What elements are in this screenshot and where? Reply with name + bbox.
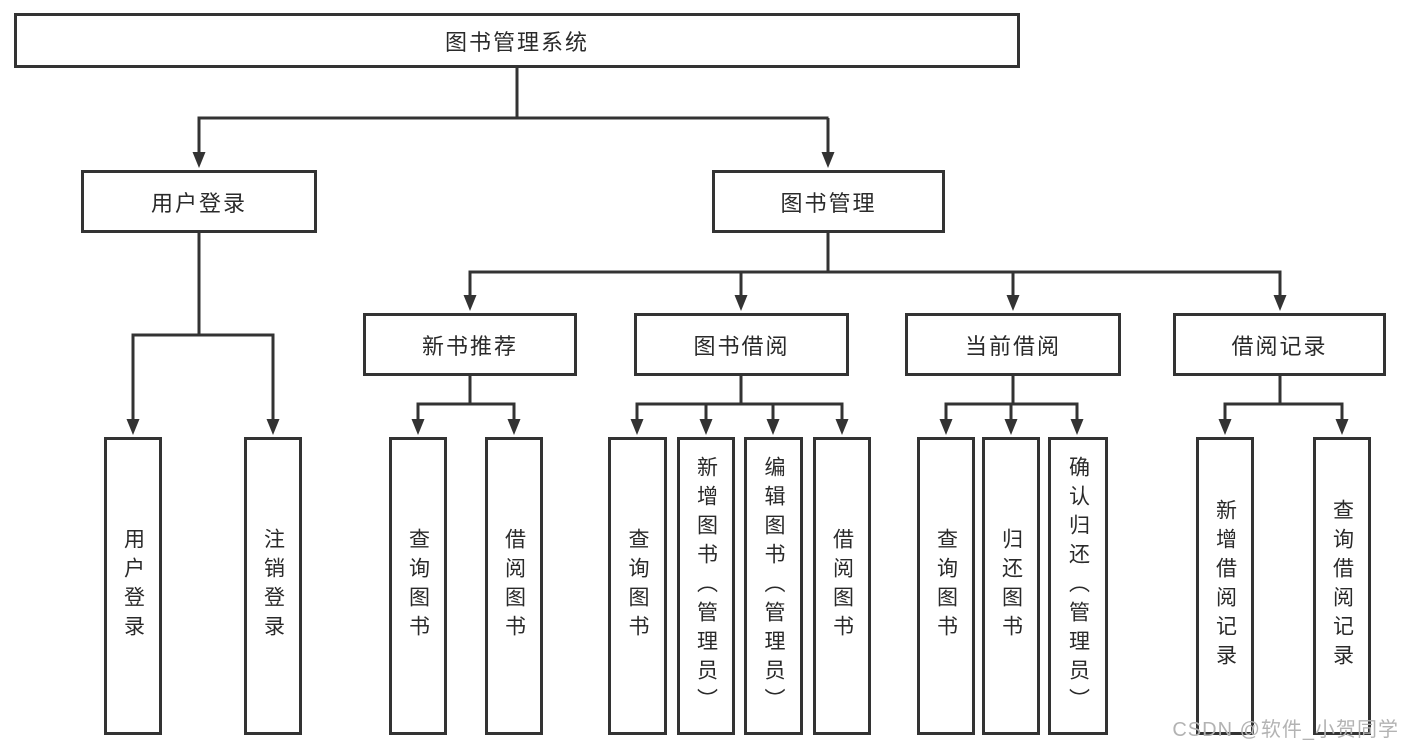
- node-borrow-records-label: 借阅记录: [1231, 333, 1328, 359]
- node-current-borrow-label: 当前借阅: [964, 333, 1061, 359]
- node-cb-confirm-return: 确认归还（管理员）: [1048, 437, 1108, 735]
- edge-user-login-split: [131, 233, 275, 337]
- node-new-book-rec: 新书推荐: [363, 313, 577, 376]
- node-cb-confirm-return-label: 确认归还（管理员）: [1066, 455, 1090, 717]
- node-book-mgmt-label: 图书管理: [780, 190, 877, 216]
- node-br-query-record: 查询借阅记录: [1313, 437, 1371, 735]
- node-root-label: 图书管理系统: [444, 29, 589, 55]
- node-rec-borrow-book-label: 借阅图书: [502, 528, 526, 644]
- node-cb-return-book-label: 归还图书: [999, 528, 1023, 644]
- node-br-query-record-label: 查询借阅记录: [1330, 499, 1354, 673]
- node-bb-add-book-label: 新增图书（管理员）: [694, 455, 718, 717]
- edge-root-split: [197, 68, 829, 120]
- node-rec-query-book: 查询图书: [389, 437, 447, 735]
- edge-book-mgmt-split: [468, 233, 1282, 274]
- node-book-mgmt: 图书管理: [712, 170, 945, 233]
- node-new-book-rec-label: 新书推荐: [421, 333, 518, 359]
- watermark: CSDN @软件_小贺同学: [1172, 719, 1399, 741]
- node-book-borrow: 图书借阅: [634, 313, 849, 376]
- edge-current-borrow-split: [944, 376, 1079, 406]
- node-bb-edit-book-label: 编辑图书（管理员）: [762, 455, 785, 717]
- node-leaf-logout-label: 注销登录: [261, 528, 285, 644]
- node-bb-add-book: 新增图书（管理员）: [677, 437, 735, 735]
- node-cb-return-book: 归还图书: [982, 437, 1040, 735]
- node-br-add-record: 新增借阅记录: [1196, 437, 1254, 735]
- node-br-add-record-label: 新增借阅记录: [1213, 499, 1237, 673]
- edge-book-borrow-split: [635, 376, 844, 406]
- edge-group: [126, 68, 1349, 435]
- node-current-borrow: 当前借阅: [905, 313, 1121, 376]
- node-cb-query-book-label: 查询图书: [934, 528, 958, 644]
- node-bb-query-book-label: 查询图书: [626, 528, 649, 644]
- node-leaf-logout: 注销登录: [244, 437, 302, 735]
- node-rec-query-book-label: 查询图书: [406, 528, 430, 644]
- node-borrow-records: 借阅记录: [1173, 313, 1386, 376]
- node-cb-query-book: 查询图书: [917, 437, 975, 735]
- node-bb-borrow-book-label: 借阅图书: [830, 528, 854, 644]
- node-rec-borrow-book: 借阅图书: [485, 437, 543, 735]
- edge-new-book-rec-split: [416, 376, 516, 406]
- node-leaf-user-login-label: 用户登录: [121, 528, 145, 644]
- node-user-login-label: 用户登录: [150, 190, 247, 216]
- node-root: 图书管理系统: [14, 13, 1020, 68]
- node-user-login: 用户登录: [81, 170, 317, 233]
- node-leaf-user-login: 用户登录: [104, 437, 162, 735]
- node-book-borrow-label: 图书借阅: [693, 333, 790, 359]
- node-bb-edit-book: 编辑图书（管理员）: [744, 437, 803, 735]
- edge-borrow-records-split: [1223, 376, 1344, 406]
- node-bb-borrow-book: 借阅图书: [813, 437, 871, 735]
- node-bb-query-book: 查询图书: [608, 437, 667, 735]
